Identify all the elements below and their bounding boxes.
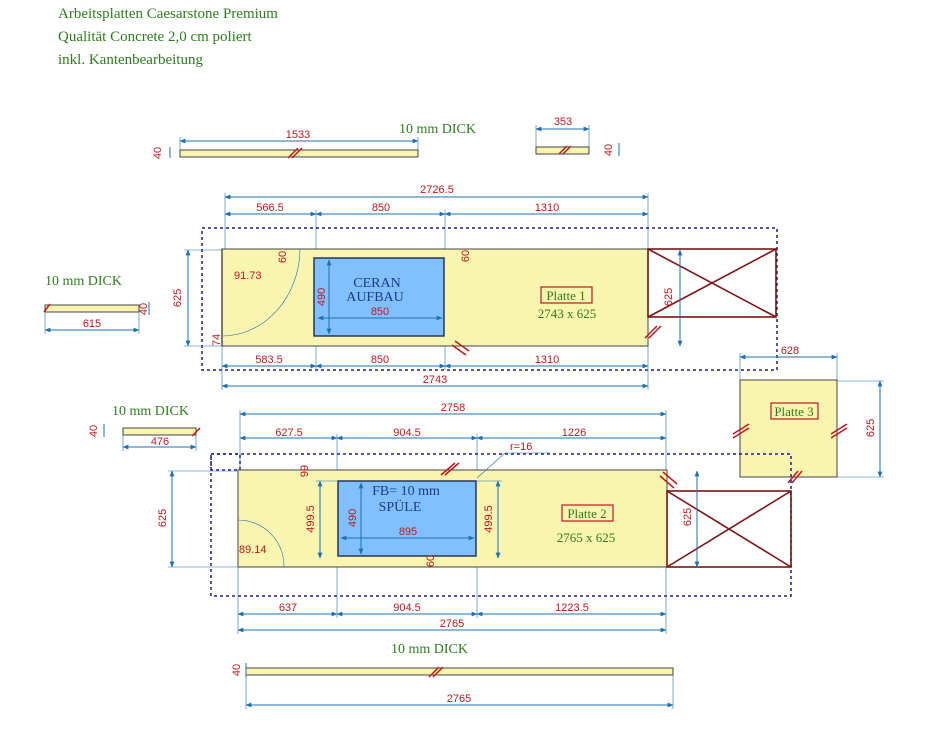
header-line-3: inkl. Kantenbearbeitung [58,52,203,68]
plate-3-name: Platte 3 [774,404,813,419]
dim-strip-small-len: 353 [554,116,572,128]
dim-strip-left-len: 615 [83,318,101,330]
dim-strip-mid-len: 476 [151,436,169,448]
p2-offcut-box [666,490,792,568]
strip-small: 353 40 [535,116,620,156]
dim-p1-seg3-bot: 1310 [535,354,559,366]
dim-p2-cut-w: 895 [399,526,417,538]
note-dick-3: 10 mm DICK [112,404,189,419]
plate-3-name-box [770,402,819,420]
dim-p1-total-top: 2726.5 [420,184,454,196]
plate-2-name-box [561,504,614,522]
dim-p1-small-c: 74 [211,334,223,346]
plate-1-group: 2726.5 566.5 850 1310 91.73 CERAN AUFBAU… [172,184,778,390]
dim-p2-inner-right: 499.5 [483,505,495,533]
dim-p2-total-top: 2758 [441,402,465,414]
dim-p1-seg1-top: 566.5 [256,202,284,214]
note-dick-1: 10 mm DICK [399,122,476,137]
dim-p1-small-a: 60 [277,251,289,263]
dim-strip-left-h: 40 [138,303,150,315]
dim-p2-cut-h: 490 [347,509,359,527]
dim-p1-seg3-top: 1310 [535,202,559,214]
plate-2-group: 2758 627.5 904.5 1226 89.14 FB= 10 mm SP… [157,402,792,634]
header-line-2: Qualität Concrete 2,0 cm poliert [58,29,253,45]
dim-p1-height-right: 625 [663,288,675,306]
plate-2-size: 2765 x 625 [557,530,616,545]
dim-p1-cut-w: 850 [371,306,389,318]
plate-2-name: Platte 2 [567,506,606,521]
dim-strip-bottom-len: 2765 [447,693,471,705]
dim-strip-small-h: 40 [603,144,615,156]
label-ceran-1: CERAN [353,276,400,291]
dim-p2-seg3-bot: 1223.5 [555,602,589,614]
dim-p2-height-right: 625 [682,508,694,526]
dim-p2-seg1-bot: 637 [279,602,297,614]
strip-bottom-slab [245,667,674,676]
plate-3-slab [739,379,838,478]
note-dick-4: 10 mm DICK [391,642,468,657]
dim-strip-top-len: 1533 [286,129,310,141]
dim-strip-bottom-h: 40 [231,664,243,676]
note-dick-2: 10 mm DICK [45,274,122,289]
dim-p1-height: 625 [172,289,184,307]
dim-p1-seg2-bot: 850 [371,354,389,366]
dim-p1-seg2-top: 850 [372,202,390,214]
dim-strip-mid-h: 40 [88,425,100,437]
plate-1-name-box [540,286,593,304]
dim-p2-height: 625 [157,509,169,527]
dim-p1-total-bot: 2743 [423,374,447,386]
p2-arc [237,519,285,568]
dim-p1-angle: 91.73 [234,270,262,282]
dim-p2-small-b: 60 [425,555,437,567]
plate-1-size: 2743 x 625 [538,306,597,321]
dim-p1-seg1-bot: 583.5 [255,354,283,366]
strip-mid-slab [122,427,197,436]
p1-outline-dashed [201,227,778,371]
label-radius: r=16 [510,441,532,453]
strip-left-slab [44,304,140,313]
label-sink-1: FB= 10 mm [372,484,440,499]
dim-p1-small-b: 60 [460,250,472,262]
strip-mid: 476 40 [88,424,201,451]
header-line-1: Arbeitsplatten Caesarstone Premium [58,6,278,22]
strip-top: 1533 40 [152,129,419,159]
strip-left: 615 40 [43,302,150,334]
dim-p3-height: 625 [865,419,877,437]
plate-1-name: Platte 1 [546,288,585,303]
dim-p3-width: 628 [781,345,799,357]
dim-p2-small-a: 99 [299,465,311,477]
dim-p2-angle: 89.14 [239,544,267,556]
dim-p1-cut-h: 490 [316,288,328,306]
strip-bottom: 2765 40 [231,663,674,709]
dim-p2-seg2-bot: 904.5 [393,602,421,614]
p2-dashed-notch [210,453,241,471]
dim-p2-inner-left: 499.5 [305,505,317,533]
label-ceran-2: AUFBAU [346,290,404,305]
dim-p2-total-bot: 2765 [440,618,464,630]
p1-arc [221,248,301,337]
p1-offcut-box [647,248,777,318]
dim-p2-seg2-top: 904.5 [393,427,421,439]
p1-ceran-cutout [313,257,445,337]
dim-p2-seg1-top: 627.5 [275,427,303,439]
dim-strip-top-h: 40 [152,147,164,159]
plate-3-group: 628 Platte 3 625 [732,345,884,484]
dim-p2-seg3-top: 1226 [562,427,586,439]
label-sink-2: SPÜLE [379,498,422,515]
